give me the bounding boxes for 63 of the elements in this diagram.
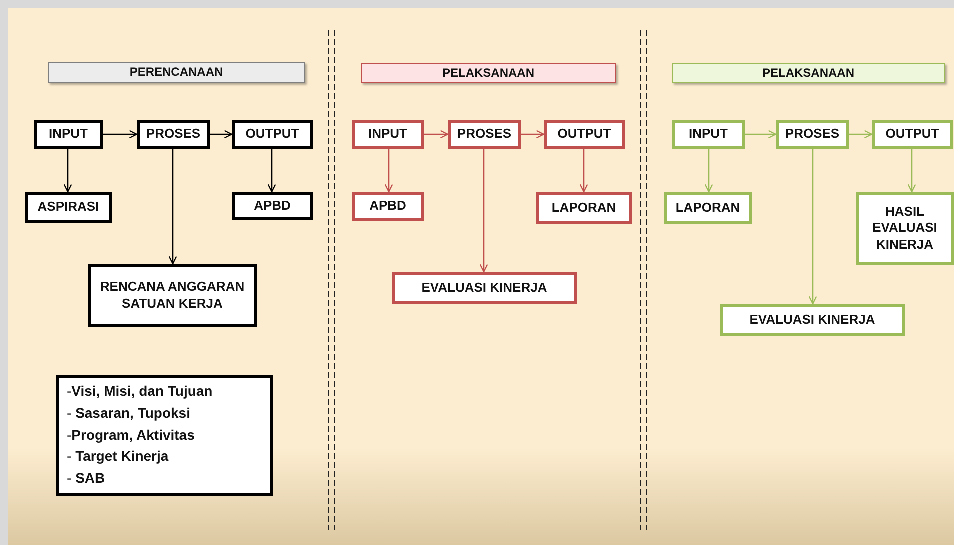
- stage-header: [361, 63, 616, 83]
- bullet-list-box: [56, 375, 273, 496]
- process-box: [25, 192, 112, 223]
- process-box: [88, 264, 257, 327]
- process-box: [664, 192, 752, 224]
- arrow: [210, 130, 233, 139]
- arrow: [808, 149, 818, 305]
- process-box: [137, 120, 210, 149]
- stage-header: [672, 63, 945, 83]
- box-label: PROSES: [785, 126, 840, 143]
- arrow: [480, 149, 488, 273]
- arrow: [849, 130, 873, 139]
- arrow: [745, 130, 777, 139]
- list-item: - SAB: [67, 469, 106, 488]
- box-label: EVALUASI KINERJA: [422, 280, 548, 296]
- box-label: EVALUASI KINERJA: [750, 312, 876, 328]
- box-label: OUTPUT: [558, 126, 612, 143]
- process-box: [392, 272, 577, 304]
- arrow: [103, 130, 138, 139]
- header-text: PELAKSANAAN: [762, 66, 854, 80]
- process-box: [232, 120, 313, 149]
- box-label: PROSES: [457, 126, 512, 143]
- arrow: [908, 149, 916, 193]
- box-label: ASPIRASI: [38, 199, 100, 216]
- box-label: PROSES: [146, 126, 201, 143]
- box-label: RENCANA ANGGARAN SATUAN KERJA: [99, 279, 246, 312]
- process-box: [672, 120, 745, 149]
- box-label: HASIL EVALUASI KINERJA: [872, 204, 938, 253]
- arrow: [424, 130, 449, 139]
- box-label: INPUT: [689, 126, 728, 143]
- arrow: [268, 149, 276, 193]
- process-box: [872, 120, 953, 149]
- stage-header: [48, 62, 305, 83]
- process-box: [352, 192, 424, 221]
- box-label: INPUT: [368, 126, 408, 143]
- list-item: - Target Kinerja: [67, 447, 169, 466]
- list-item: -Program, Aktivitas: [67, 426, 195, 445]
- process-box: [856, 192, 954, 265]
- box-label: OUTPUT: [886, 126, 940, 143]
- process-box: [536, 192, 632, 224]
- box-label: APBD: [370, 198, 406, 215]
- arrow: [384, 149, 394, 193]
- box-label: APBD: [254, 198, 291, 214]
- process-box: [720, 304, 905, 336]
- arrow: [168, 149, 178, 265]
- arrow: [580, 149, 588, 193]
- header-text: PELAKSANAAN: [442, 66, 534, 80]
- process-box: [232, 192, 313, 220]
- process-box: [34, 120, 103, 149]
- arrow: [64, 149, 72, 193]
- box-label: LAPORAN: [552, 200, 616, 216]
- box-label: LAPORAN: [676, 200, 740, 216]
- process-box: [544, 120, 625, 149]
- list-item: -Visi, Misi, dan Tujuan: [67, 382, 213, 402]
- process-box: [776, 120, 849, 149]
- arrow: [704, 149, 714, 193]
- arrow: [521, 130, 545, 139]
- process-box: [352, 120, 424, 149]
- list-item: - Sasaran, Tupoksi: [67, 404, 190, 423]
- box-label: INPUT: [49, 126, 88, 143]
- header-text: PERENCANAAN: [130, 65, 224, 80]
- box-label: OUTPUT: [246, 126, 300, 143]
- process-box: [448, 120, 521, 149]
